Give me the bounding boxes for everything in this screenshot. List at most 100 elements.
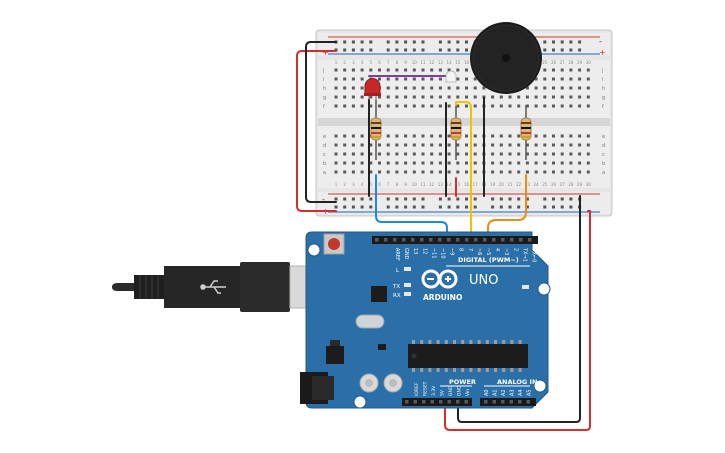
terminal-hole[interactable] [334, 134, 338, 138]
terminal-hole[interactable] [491, 104, 495, 108]
terminal-hole[interactable] [465, 95, 468, 99]
terminal-hole[interactable] [343, 170, 347, 174]
terminal-hole[interactable] [430, 104, 434, 108]
terminal-hole[interactable] [569, 86, 573, 90]
terminal-hole[interactable] [534, 143, 538, 147]
terminal-hole[interactable] [378, 143, 381, 147]
terminal-hole[interactable] [543, 161, 547, 165]
terminal-hole[interactable] [465, 152, 468, 156]
terminal-hole[interactable] [360, 77, 364, 81]
terminal-hole[interactable] [543, 77, 547, 81]
terminal-hole[interactable] [334, 152, 338, 156]
rail-hole[interactable] [569, 197, 573, 201]
rail-hole[interactable] [351, 197, 355, 201]
terminal-hole[interactable] [569, 95, 573, 99]
rail-hole[interactable] [491, 205, 495, 209]
rail-hole[interactable] [543, 48, 547, 52]
rail-hole[interactable] [552, 48, 555, 52]
terminal-hole[interactable] [430, 68, 434, 72]
terminal-hole[interactable] [465, 104, 468, 108]
terminal-hole[interactable] [569, 143, 573, 147]
terminal-hole[interactable] [517, 170, 521, 174]
terminal-hole[interactable] [552, 134, 555, 138]
rail-hole[interactable] [499, 205, 503, 209]
terminal-hole[interactable] [447, 143, 451, 147]
terminal-hole[interactable] [360, 143, 364, 147]
resistor-3[interactable] [520, 105, 532, 160]
rail-hole[interactable] [395, 197, 399, 201]
rail-hole[interactable] [438, 205, 442, 209]
terminal-hole[interactable] [334, 68, 338, 72]
terminal-hole[interactable] [560, 95, 564, 99]
terminal-hole[interactable] [386, 143, 390, 147]
terminal-hole[interactable] [552, 104, 555, 108]
rail-hole[interactable] [525, 197, 529, 201]
rail-hole[interactable] [360, 205, 364, 209]
terminal-hole[interactable] [421, 161, 425, 165]
header-pin[interactable] [439, 400, 443, 404]
terminal-hole[interactable] [569, 77, 573, 81]
terminal-hole[interactable] [360, 68, 364, 72]
header-pin[interactable] [422, 400, 426, 404]
terminal-hole[interactable] [569, 104, 573, 108]
terminal-hole[interactable] [351, 170, 355, 174]
wire-red-left[interactable] [296, 50, 337, 212]
header-pin[interactable] [429, 238, 433, 242]
rail-hole[interactable] [334, 205, 338, 209]
terminal-hole[interactable] [404, 86, 408, 90]
terminal-hole[interactable] [430, 77, 434, 81]
terminal-hole[interactable] [543, 104, 547, 108]
rail-hole[interactable] [412, 197, 416, 201]
rail-hole[interactable] [343, 197, 347, 201]
header-pin[interactable] [420, 238, 424, 242]
terminal-hole[interactable] [456, 170, 460, 174]
terminal-hole[interactable] [534, 152, 538, 156]
terminal-hole[interactable] [386, 104, 390, 108]
terminal-hole[interactable] [491, 170, 495, 174]
terminal-hole[interactable] [386, 68, 390, 72]
terminal-hole[interactable] [560, 143, 564, 147]
terminal-hole[interactable] [499, 161, 503, 165]
terminal-hole[interactable] [404, 161, 408, 165]
header-pin[interactable] [393, 238, 397, 242]
terminal-hole[interactable] [473, 104, 477, 108]
terminal-hole[interactable] [343, 161, 347, 165]
terminal-hole[interactable] [491, 152, 495, 156]
rail-hole[interactable] [447, 48, 451, 52]
terminal-hole[interactable] [447, 170, 451, 174]
terminal-hole[interactable] [360, 152, 364, 156]
header-pin[interactable] [528, 238, 532, 242]
rail-hole[interactable] [465, 40, 468, 44]
terminal-hole[interactable] [534, 161, 538, 165]
terminal-hole[interactable] [473, 152, 477, 156]
rail-hole[interactable] [552, 205, 555, 209]
terminal-hole[interactable] [534, 95, 538, 99]
terminal-hole[interactable] [482, 86, 486, 90]
terminal-hole[interactable] [447, 161, 451, 165]
rail-hole[interactable] [421, 40, 425, 44]
terminal-hole[interactable] [412, 104, 416, 108]
terminal-hole[interactable] [438, 134, 442, 138]
terminal-hole[interactable] [438, 77, 442, 81]
terminal-hole[interactable] [456, 95, 460, 99]
terminal-hole[interactable] [560, 170, 564, 174]
terminal-hole[interactable] [351, 68, 355, 72]
rail-hole[interactable] [447, 205, 451, 209]
rail-hole[interactable] [386, 197, 390, 201]
terminal-hole[interactable] [473, 170, 477, 174]
terminal-hole[interactable] [447, 86, 451, 90]
terminal-hole[interactable] [508, 143, 512, 147]
terminal-hole[interactable] [404, 77, 408, 81]
rail-hole[interactable] [334, 197, 338, 201]
terminal-hole[interactable] [395, 86, 399, 90]
terminal-hole[interactable] [578, 170, 582, 174]
terminal-hole[interactable] [386, 161, 390, 165]
wire-black-right[interactable] [457, 195, 581, 423]
rail-hole[interactable] [404, 48, 408, 52]
rail-hole[interactable] [578, 48, 582, 52]
header-pin[interactable] [411, 238, 415, 242]
terminal-hole[interactable] [395, 77, 399, 81]
terminal-hole[interactable] [395, 68, 399, 72]
terminal-hole[interactable] [586, 95, 590, 99]
terminal-hole[interactable] [447, 134, 451, 138]
